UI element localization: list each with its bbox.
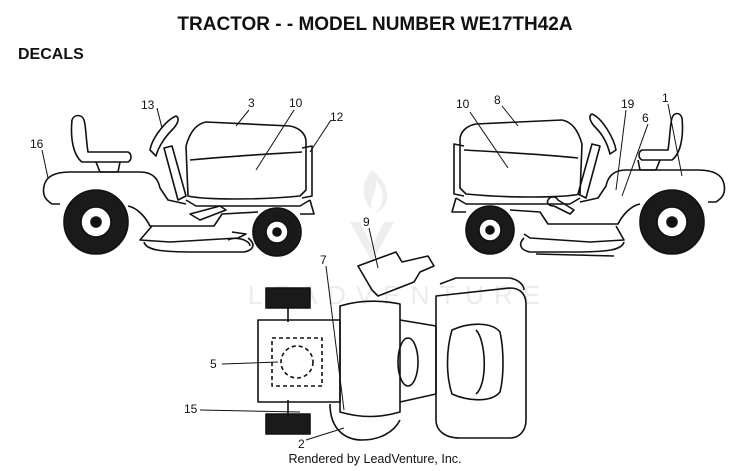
footer-credit: Rendered by LeadVenture, Inc. <box>288 452 462 466</box>
callout-7: 7 <box>320 253 327 267</box>
mower-deck <box>143 237 254 253</box>
front-left-tire <box>265 287 311 309</box>
callout-16: 16 <box>30 137 44 151</box>
mower-deck <box>519 237 625 253</box>
callout-6: 6 <box>642 111 649 125</box>
top-view-tractor <box>257 251 527 441</box>
right-leaders <box>469 103 683 197</box>
discharge-chute <box>357 251 435 297</box>
callout-10: 10 <box>289 96 303 110</box>
callout-3: 3 <box>248 96 255 110</box>
top-leaders <box>199 227 379 441</box>
callout-12: 12 <box>330 110 344 124</box>
callout-2: 2 <box>298 437 305 451</box>
hood-top <box>257 319 341 403</box>
seat-top <box>446 323 504 401</box>
hood <box>459 119 583 145</box>
callout-8: 8 <box>494 93 501 107</box>
rear-fender <box>43 171 187 205</box>
page-title: TRACTOR - - MODEL NUMBER WE17TH42A <box>177 14 573 35</box>
section-heading: DECALS <box>18 46 84 63</box>
left-side-tractor <box>42 114 315 257</box>
callout-15: 15 <box>184 402 198 416</box>
seat <box>70 114 132 163</box>
left-leaders <box>41 107 332 179</box>
callout-9: 9 <box>363 215 370 229</box>
front-right-tire <box>265 413 311 435</box>
rear-body <box>435 287 527 439</box>
callout-13: 13 <box>141 98 155 112</box>
callout-5: 5 <box>210 357 217 371</box>
hood <box>185 121 307 147</box>
callout-1: 1 <box>662 91 669 105</box>
right-side-tractor <box>451 112 726 257</box>
callout-10: 10 <box>456 97 470 111</box>
callout-19: 19 <box>621 97 635 111</box>
rear-fender <box>579 169 725 203</box>
steering-wheel <box>149 115 179 157</box>
steering-wheel <box>589 113 617 155</box>
